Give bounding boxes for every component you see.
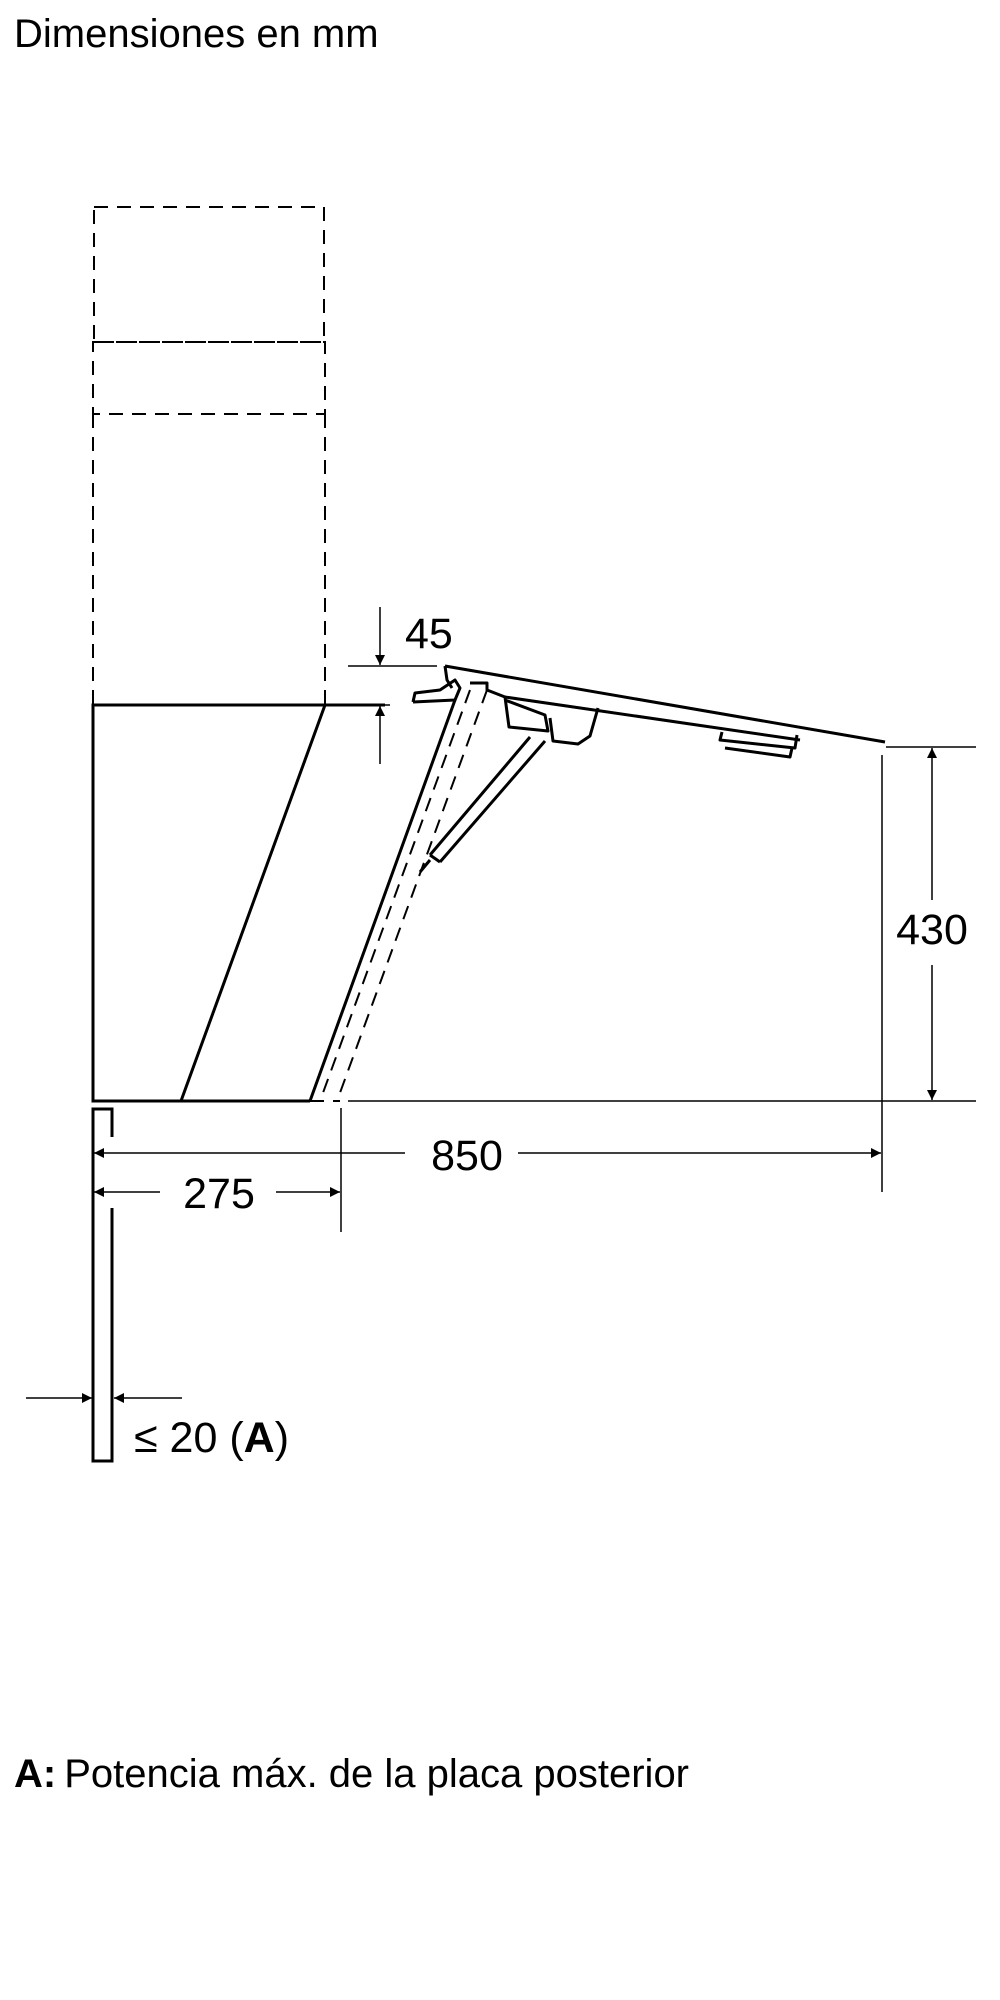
dimension-20-label: ≤ 20 (A) bbox=[134, 1414, 289, 1462]
dimension-20-suffix: ) bbox=[275, 1414, 289, 1462]
hood-body bbox=[91, 699, 457, 1103]
dimension-45 bbox=[348, 607, 437, 764]
dimension-430-label: 430 bbox=[896, 906, 968, 954]
dimension-850-label: 850 bbox=[431, 1132, 503, 1180]
closed-panel-outline bbox=[310, 689, 488, 1102]
dimension-275-label: 275 bbox=[183, 1170, 255, 1218]
dimension-430 bbox=[348, 746, 976, 1192]
dimension-45-label: 45 bbox=[405, 610, 453, 658]
dimension-20-prefix: ≤ 20 ( bbox=[134, 1414, 244, 1462]
upper-cabinet-outline bbox=[92, 206, 326, 705]
page-title: Dimensiones en mm bbox=[14, 12, 379, 56]
dimension-275 bbox=[94, 1108, 342, 1232]
back-panel bbox=[91, 1107, 114, 1463]
dimension-20-key: A bbox=[244, 1414, 275, 1462]
hinge-mechanism bbox=[411, 664, 886, 873]
legend-text: Potencia máx. de la placa posterior bbox=[64, 1752, 690, 1796]
legend-key: A: bbox=[14, 1752, 57, 1796]
legend: A:Potencia máx. de la placa posterior bbox=[14, 1748, 689, 1800]
